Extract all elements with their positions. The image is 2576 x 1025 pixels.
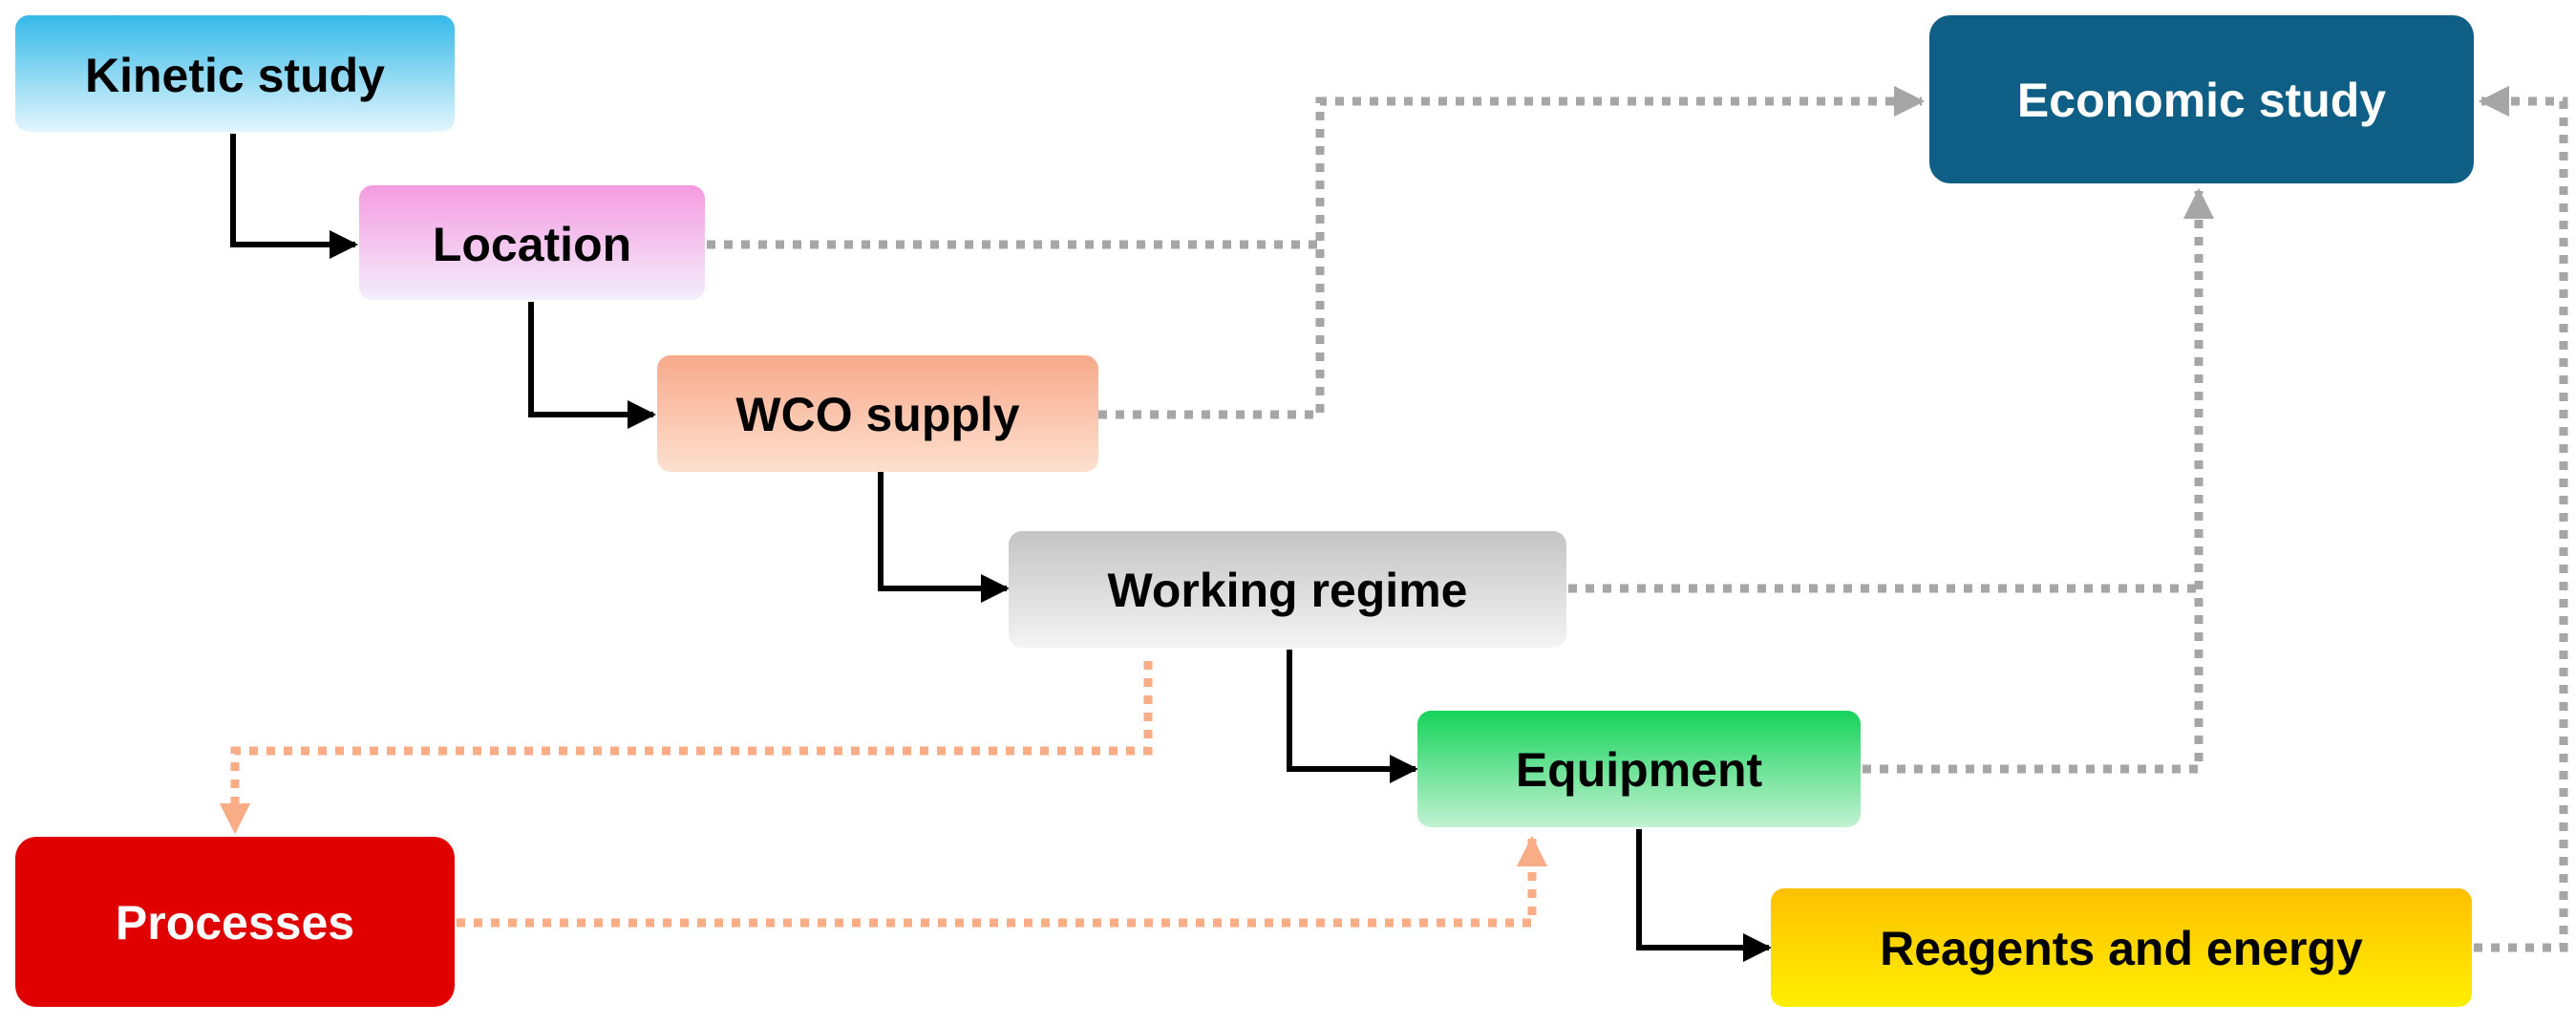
- connector-regime-processes: [219, 661, 1153, 835]
- step-arrows: [230, 134, 1772, 962]
- dotted-connectors-gray: [707, 85, 2568, 952]
- connector-equipment-economic: [1863, 187, 2215, 774]
- arrow-regime-equipment: [1287, 650, 1418, 783]
- node-label-wco: WCO supply: [735, 388, 1019, 441]
- node-label-equipment: Equipment: [1516, 743, 1763, 797]
- arrow-location-wco: [528, 302, 656, 429]
- connector-reagents-economic: [2474, 85, 2568, 952]
- connector-processes-equipment: [457, 835, 1548, 928]
- node-location: Location: [359, 185, 705, 300]
- node-working-regime: Working regime: [1009, 531, 1566, 648]
- node-label-kinetic: Kinetic study: [85, 49, 385, 102]
- node-label-economic: Economic study: [2017, 74, 2386, 127]
- arrow-equipment-reagents: [1636, 829, 1772, 962]
- node-wco-supply: WCO supply: [657, 355, 1098, 472]
- node-label-reagents: Reagents and energy: [1880, 922, 2363, 975]
- node-kinetic-study: Kinetic study: [15, 15, 455, 132]
- node-processes: Processes: [15, 837, 455, 1007]
- node-economic-study: Economic study: [1929, 15, 2474, 183]
- node-label-processes: Processes: [116, 896, 354, 950]
- arrow-wco-regime: [878, 472, 1010, 603]
- connector-wco-economic: [1098, 85, 1926, 419]
- node-label-regime: Working regime: [1108, 564, 1468, 617]
- node-equipment: Equipment: [1417, 711, 1861, 827]
- node-reagents-energy: Reagents and energy: [1771, 888, 2472, 1007]
- node-label-location: Location: [433, 218, 631, 271]
- arrow-kinetic-location: [230, 134, 358, 259]
